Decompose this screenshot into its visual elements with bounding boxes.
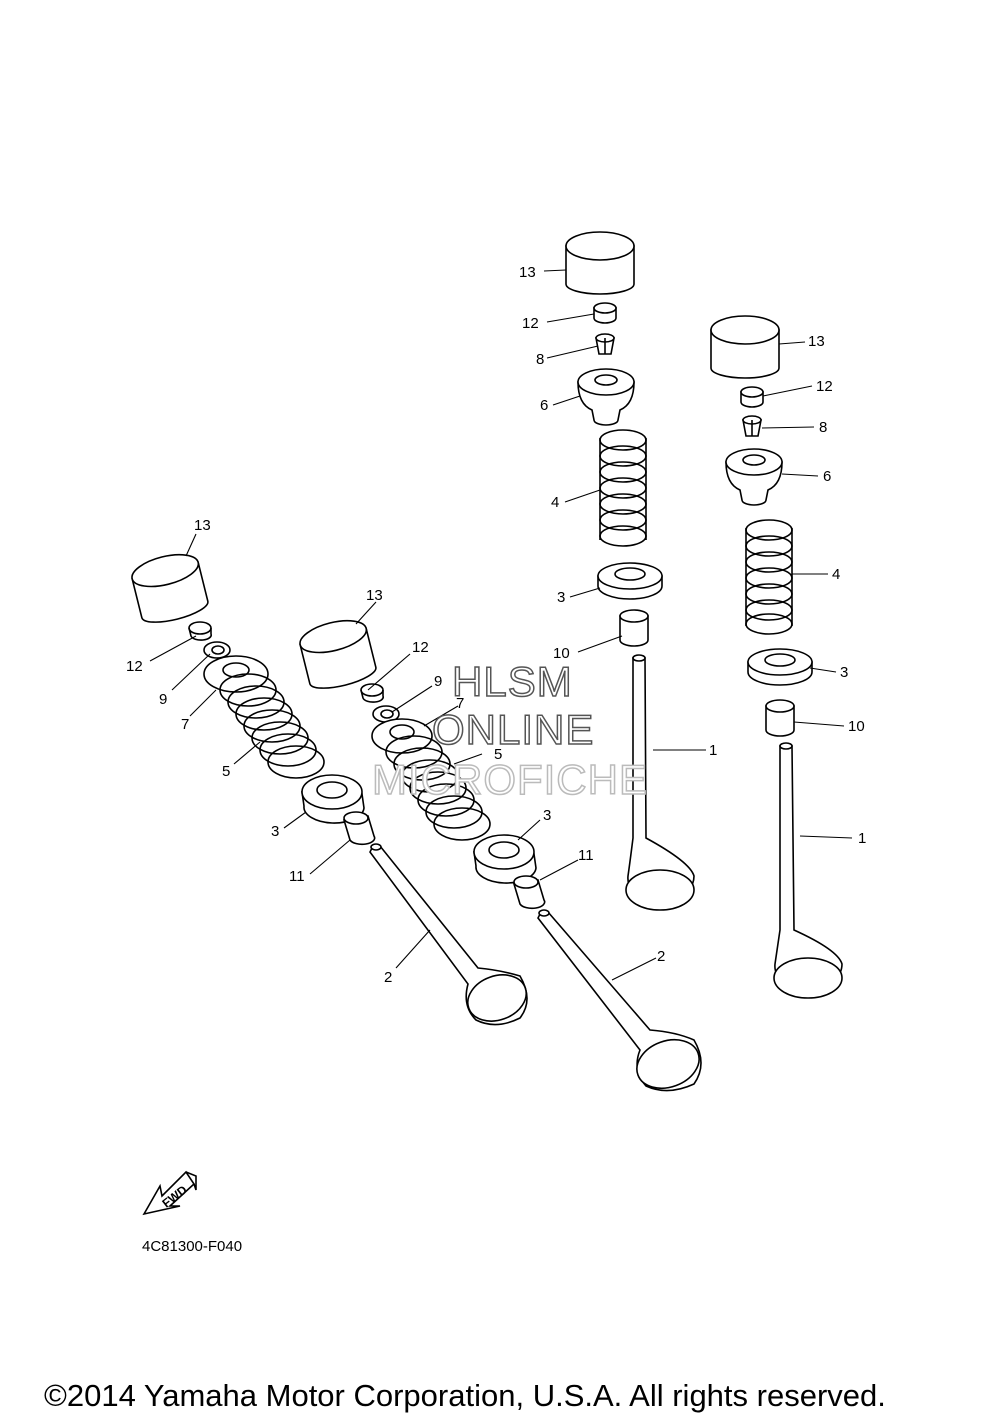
callout-8: 8 [536, 351, 544, 368]
adjusting-shim [740, 386, 764, 408]
valve-lifter [131, 553, 209, 623]
callout-3: 3 [543, 807, 551, 824]
valve-cotter [372, 705, 400, 723]
callout-2: 2 [657, 948, 665, 965]
callout-4: 4 [832, 566, 840, 583]
adjusting-shim [360, 683, 384, 703]
callout-11: 11 [578, 847, 594, 864]
valve-lifter [299, 619, 377, 689]
callout-3: 3 [271, 823, 279, 840]
spring-retainer [577, 368, 635, 426]
callout-7: 7 [181, 716, 189, 733]
callout-13: 13 [808, 333, 825, 350]
valve-assembly-c [131, 553, 528, 1026]
watermark: HLSM ONLINE MICROFICHE [371, 657, 648, 804]
spring-seat [597, 562, 663, 600]
callout-labels: 13 12 8 6 4 3 10 1 13 12 8 6 4 3 10 1 13… [126, 264, 866, 986]
valve-cotter [595, 333, 615, 355]
valve-lifter [710, 315, 780, 379]
watermark-line-3: MICROFICHE [372, 756, 648, 803]
adjusting-shim [593, 302, 617, 324]
adjusting-shim [188, 621, 212, 641]
callout-12: 12 [126, 658, 143, 675]
spring-seat [747, 648, 813, 686]
callout-8: 8 [819, 419, 827, 436]
watermark-line-2: ONLINE [432, 706, 594, 753]
callout-1: 1 [709, 742, 717, 759]
valve-spring [385, 735, 491, 841]
valve-stem-seal [619, 609, 649, 647]
callout-6: 6 [823, 468, 831, 485]
copyright-notice: ©2014 Yamaha Motor Corporation, U.S.A. A… [44, 1378, 886, 1413]
spring-retainer [203, 655, 269, 693]
valve-assembly-a [565, 231, 695, 911]
callout-4: 4 [551, 494, 559, 511]
drawing-code: 4C81300-F040 [142, 1238, 243, 1255]
callout-2: 2 [384, 969, 392, 986]
spring-retainer [371, 718, 433, 754]
callout-3: 3 [840, 664, 848, 681]
valve [773, 742, 843, 999]
valve-stem-seal [512, 875, 546, 910]
callout-10: 10 [848, 718, 865, 735]
valve-stem-seal [765, 699, 795, 737]
valve-assembly-b [710, 315, 843, 999]
callout-3: 3 [557, 589, 565, 606]
valve [625, 654, 695, 911]
spring-seat [473, 834, 537, 884]
valve-lifter [565, 231, 635, 295]
valve-spring [599, 429, 647, 547]
callout-10: 10 [553, 645, 570, 662]
callout-13: 13 [366, 587, 383, 604]
valve-spring [745, 519, 793, 635]
fwd-arrow-icon: FWD [142, 1170, 197, 1216]
watermark-line-1: HLSM [452, 658, 573, 705]
callout-5: 5 [222, 763, 230, 780]
callout-12: 12 [816, 378, 833, 395]
callout-12: 12 [412, 639, 429, 656]
valve-spring [219, 673, 325, 779]
leader-lines [149, 269, 853, 981]
spring-retainer [725, 448, 783, 506]
callout-9: 9 [434, 673, 442, 690]
callout-13: 13 [194, 517, 211, 534]
valve-stem-seal [342, 811, 376, 846]
valve-cotter [203, 641, 231, 659]
callout-9: 9 [159, 691, 167, 708]
valve-cotter [742, 415, 762, 437]
callout-6: 6 [540, 397, 548, 414]
callout-11: 11 [289, 868, 305, 885]
callout-5: 5 [494, 746, 502, 763]
valve [369, 843, 528, 1026]
callout-13: 13 [519, 264, 536, 281]
valve-assembly-d [299, 619, 702, 1092]
valve [537, 909, 702, 1092]
callout-1: 1 [858, 830, 866, 847]
callout-12: 12 [522, 315, 539, 332]
callout-7: 7 [456, 695, 464, 712]
